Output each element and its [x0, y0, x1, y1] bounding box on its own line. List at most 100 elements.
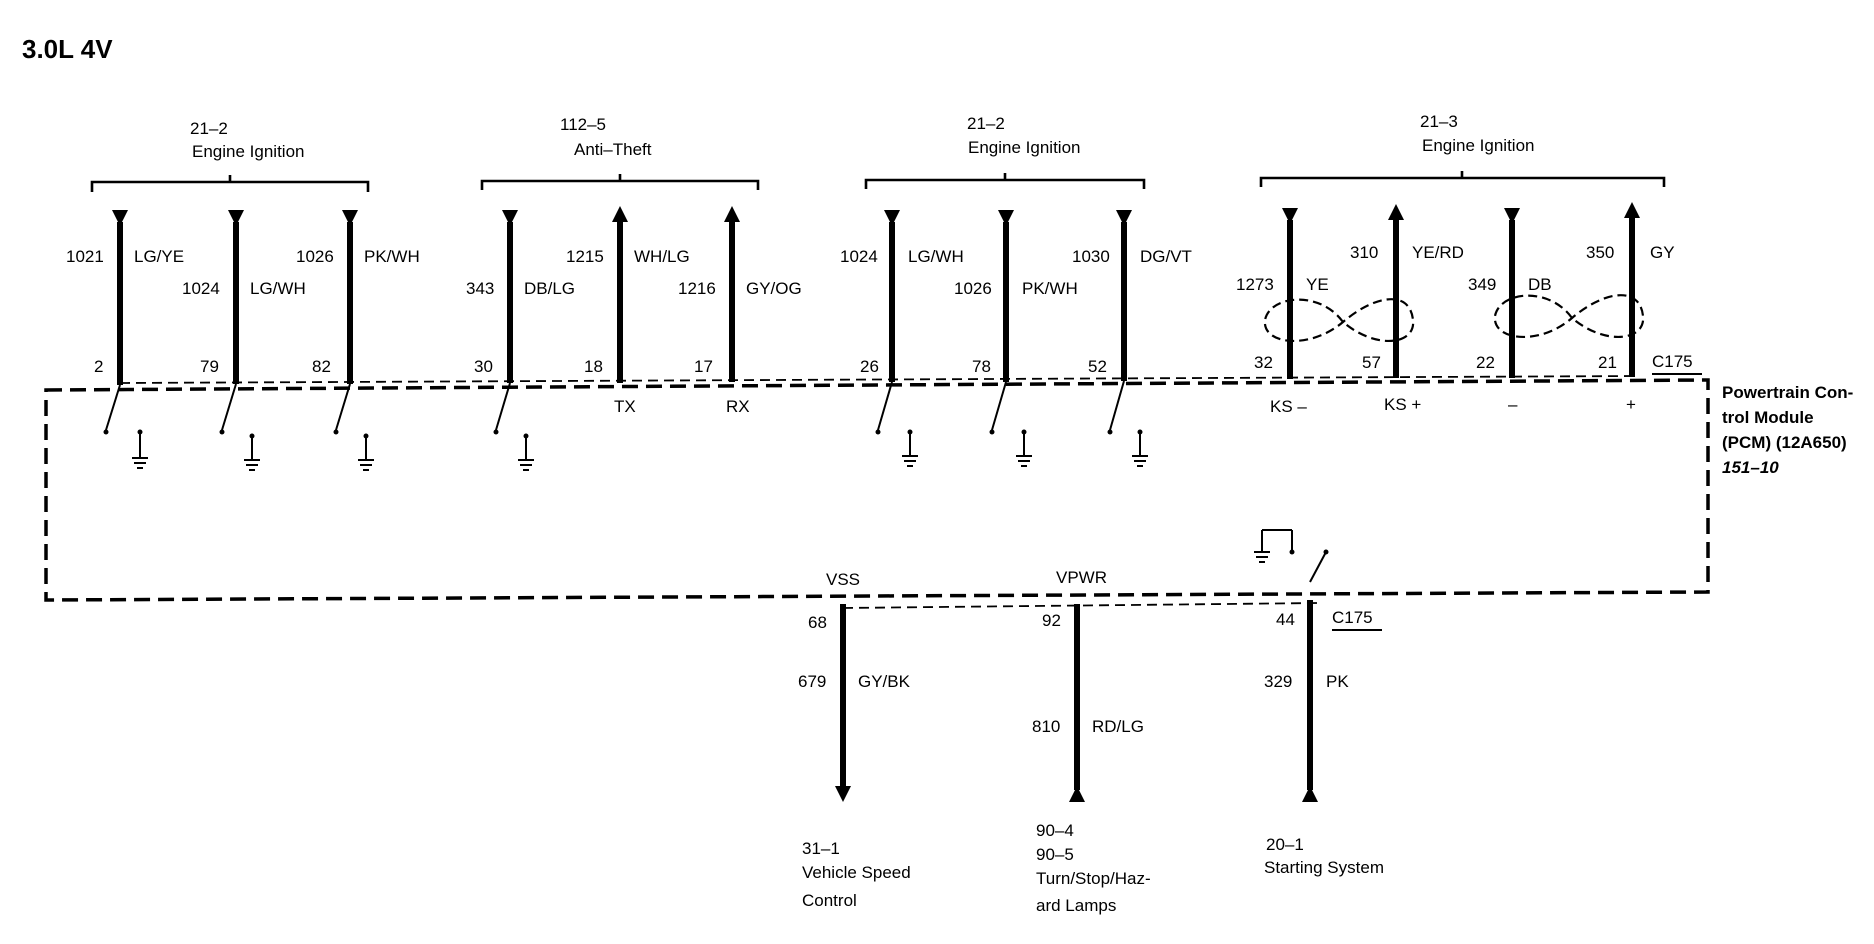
- group-1-ref: 21–2: [190, 119, 228, 138]
- wire-3-switch: [333, 383, 374, 471]
- wire-2-circuit: 1024: [182, 279, 220, 298]
- bottom-wire-vpwr-dest-3: Turn/Stop/Haz-: [1036, 869, 1151, 888]
- wire-5-arrow: [612, 206, 628, 222]
- connector-label-bottom: C175: [1332, 608, 1373, 627]
- group-3: 21–2 Engine Ignition: [864, 114, 1146, 189]
- pcm-inner-line-top: [119, 375, 1641, 384]
- twisted-pair-ks: [1263, 298, 1415, 343]
- pcm-name-line-3: (PCM) (12A650): [1722, 433, 1847, 452]
- bottom-wire-vpwr-arrow: [1069, 786, 1085, 802]
- wire-8-color: PK/WH: [1022, 279, 1078, 298]
- wire-3-pin: 82: [312, 357, 331, 376]
- wire-4-pin: 30: [474, 357, 493, 376]
- group-1-bracket: [90, 175, 370, 192]
- wire-9-switch: [1107, 380, 1148, 467]
- wire-1-arrow: [112, 210, 128, 226]
- wire-10-color: YE: [1306, 275, 1329, 294]
- wire-8-switch: [989, 381, 1032, 467]
- connector-label-top: C175: [1652, 352, 1693, 371]
- bottom-wire-vpwr-dest-2: 90–5: [1036, 845, 1074, 864]
- starting-input-switch: [1254, 529, 1329, 583]
- bottom-wire-start-dest-2: Starting System: [1264, 858, 1384, 877]
- wire-11-arrow: [1388, 204, 1404, 220]
- bottom-wire-vss-dest-3: Control: [802, 891, 857, 910]
- top-wire-10: 1273 YE 32 KS –: [1236, 208, 1329, 416]
- wire-13-arrow: [1624, 202, 1640, 218]
- wire-2-pin: 79: [200, 357, 219, 376]
- wire-4-arrow: [502, 210, 518, 226]
- top-wire-1: 1021 LG/YE 2: [66, 210, 184, 469]
- bottom-wire-vpwr-pin: 92: [1042, 611, 1061, 630]
- group-4-name: Engine Ignition: [1422, 136, 1534, 155]
- wire-7-circuit: 1024: [840, 247, 878, 266]
- wire-10-pcm-label: KS –: [1270, 397, 1307, 416]
- wire-7-pin: 26: [860, 357, 879, 376]
- wire-9-color: DG/VT: [1140, 247, 1192, 266]
- group-1-name: Engine Ignition: [192, 142, 304, 161]
- wire-4-switch: [493, 382, 534, 471]
- bottom-wire-vss-signal: VSS: [826, 570, 860, 589]
- wire-7-arrow: [884, 210, 900, 226]
- group-3-bracket: [864, 173, 1146, 189]
- wire-7-switch: [875, 381, 918, 467]
- wire-6-circuit: 1216: [678, 279, 716, 298]
- wire-5-circuit: 1215: [566, 247, 604, 266]
- pcm-name-line-2: trol Module: [1722, 408, 1814, 427]
- wire-4-circuit: 343: [466, 279, 494, 298]
- top-wire-2: 1024 LG/WH 79: [182, 210, 306, 471]
- pcm-outline: [44, 378, 1710, 602]
- group-3-name: Engine Ignition: [968, 138, 1080, 157]
- wire-12-circuit: 349: [1468, 275, 1496, 294]
- group-4-bracket: [1259, 171, 1666, 187]
- wire-2-switch: [219, 383, 260, 471]
- wire-11-pin: 57: [1362, 353, 1381, 372]
- group-2-name: Anti–Theft: [574, 140, 652, 159]
- bottom-wire-vss-arrow: [835, 786, 851, 802]
- wire-13-pcm-label: +: [1626, 395, 1636, 414]
- wire-9-pin: 52: [1088, 357, 1107, 376]
- bottom-wire-vpwr: VPWR 92 810 RD/LG 90–4 90–5 Turn/Stop/Ha…: [1032, 568, 1151, 915]
- group-2-bracket: [480, 174, 760, 190]
- wire-13-circuit: 350: [1586, 243, 1614, 262]
- wire-6-color: GY/OG: [746, 279, 802, 298]
- top-wire-6: 1216 GY/OG 17 RX: [678, 206, 802, 416]
- wire-6-arrow: [724, 206, 740, 222]
- bottom-wire-vss-pin: 68: [808, 613, 827, 632]
- bottom-wire-start: 44 329 PK 20–1 Starting System: [1264, 600, 1384, 877]
- bottom-wire-start-arrow: [1302, 786, 1318, 802]
- group-1: 21–2 Engine Ignition: [90, 119, 370, 192]
- bottom-wire-vpwr-color: RD/LG: [1092, 717, 1144, 736]
- wire-12-pin: 22: [1476, 353, 1495, 372]
- wire-1-pin: 2: [94, 357, 103, 376]
- wire-9-arrow: [1116, 210, 1132, 226]
- wire-5-pin: 18: [584, 357, 603, 376]
- pcm-inner-line-bottom: [842, 602, 1321, 609]
- group-2-ref: 112–5: [560, 115, 606, 134]
- diagram-title: 3.0L 4V: [22, 34, 113, 64]
- wire-12-pcm-label: –: [1508, 395, 1518, 414]
- bottom-wire-vss-dest-1: 31–1: [802, 839, 840, 858]
- group-3-ref: 21–2: [967, 114, 1005, 133]
- wire-6-pin: 17: [694, 357, 713, 376]
- group-4: 21–3 Engine Ignition: [1259, 112, 1666, 187]
- bottom-wire-vss-circuit: 679: [798, 672, 826, 691]
- wire-5-pcm-label: TX: [614, 397, 636, 416]
- wire-11-pcm-label: KS +: [1384, 395, 1421, 414]
- wire-10-arrow: [1282, 208, 1298, 224]
- top-wire-8: 1026 PK/WH 78: [954, 210, 1078, 467]
- wire-11-circuit: 310: [1350, 243, 1378, 262]
- wire-12-arrow: [1504, 208, 1520, 224]
- wire-12-color: DB: [1528, 275, 1552, 294]
- bottom-wire-vpwr-dest-4: ard Lamps: [1036, 896, 1116, 915]
- top-wire-12: 349 DB 22 –: [1468, 208, 1552, 414]
- bottom-wire-start-dest-1: 20–1: [1266, 835, 1304, 854]
- wire-3-arrow: [342, 210, 358, 226]
- bottom-wire-start-circuit: 329: [1264, 672, 1292, 691]
- wire-3-color: PK/WH: [364, 247, 420, 266]
- wire-1-switch: [103, 384, 148, 469]
- twisted-pair-sig: [1493, 294, 1645, 339]
- top-wire-5: 1215 WH/LG 18 TX: [566, 206, 690, 416]
- top-wire-9: 1030 DG/VT 52: [1072, 210, 1192, 467]
- wire-8-arrow: [998, 210, 1014, 226]
- pcm-ref: 151–10: [1722, 458, 1779, 477]
